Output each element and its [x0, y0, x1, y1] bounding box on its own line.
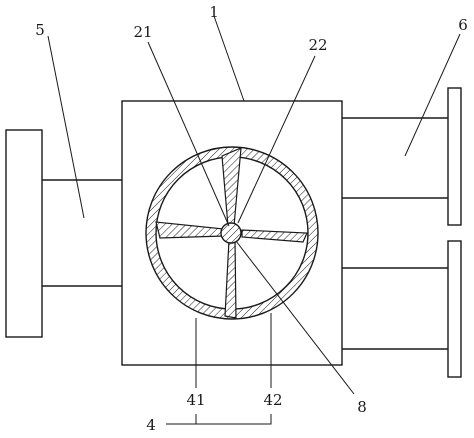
rotor-housing: [145, 146, 319, 320]
leader-1: [213, 15, 245, 102]
leader-21: [147, 41, 230, 227]
label-6: 6: [458, 16, 468, 34]
leader-5: [47, 35, 85, 219]
label-42: 42: [263, 391, 282, 409]
leader-22: [237, 55, 316, 224]
right-flange-upper: [447, 87, 462, 226]
label-21: 21: [133, 23, 152, 41]
label-5: 5: [35, 21, 45, 39]
right-flange-lower: [447, 240, 462, 378]
central-shaft: [220, 222, 242, 244]
bracket-4: [195, 414, 272, 425]
leader-8: [235, 240, 355, 395]
label-8: 8: [357, 398, 367, 416]
label-22: 22: [308, 36, 327, 54]
label-1: 1: [209, 3, 219, 21]
main-body: [121, 100, 343, 366]
housing-ring: [145, 146, 319, 320]
leader-lines: [47, 15, 461, 425]
label-4: 4: [146, 416, 156, 434]
right-pipes: [342, 87, 462, 378]
blade-right: [241, 229, 308, 243]
blade-top: [221, 147, 242, 227]
left-pipe: [5, 129, 122, 338]
label-41: 41: [186, 391, 205, 409]
left-flange: [5, 129, 43, 338]
blade-left: [155, 221, 225, 239]
leader-6: [404, 33, 461, 157]
blade-bottom: [224, 239, 237, 319]
